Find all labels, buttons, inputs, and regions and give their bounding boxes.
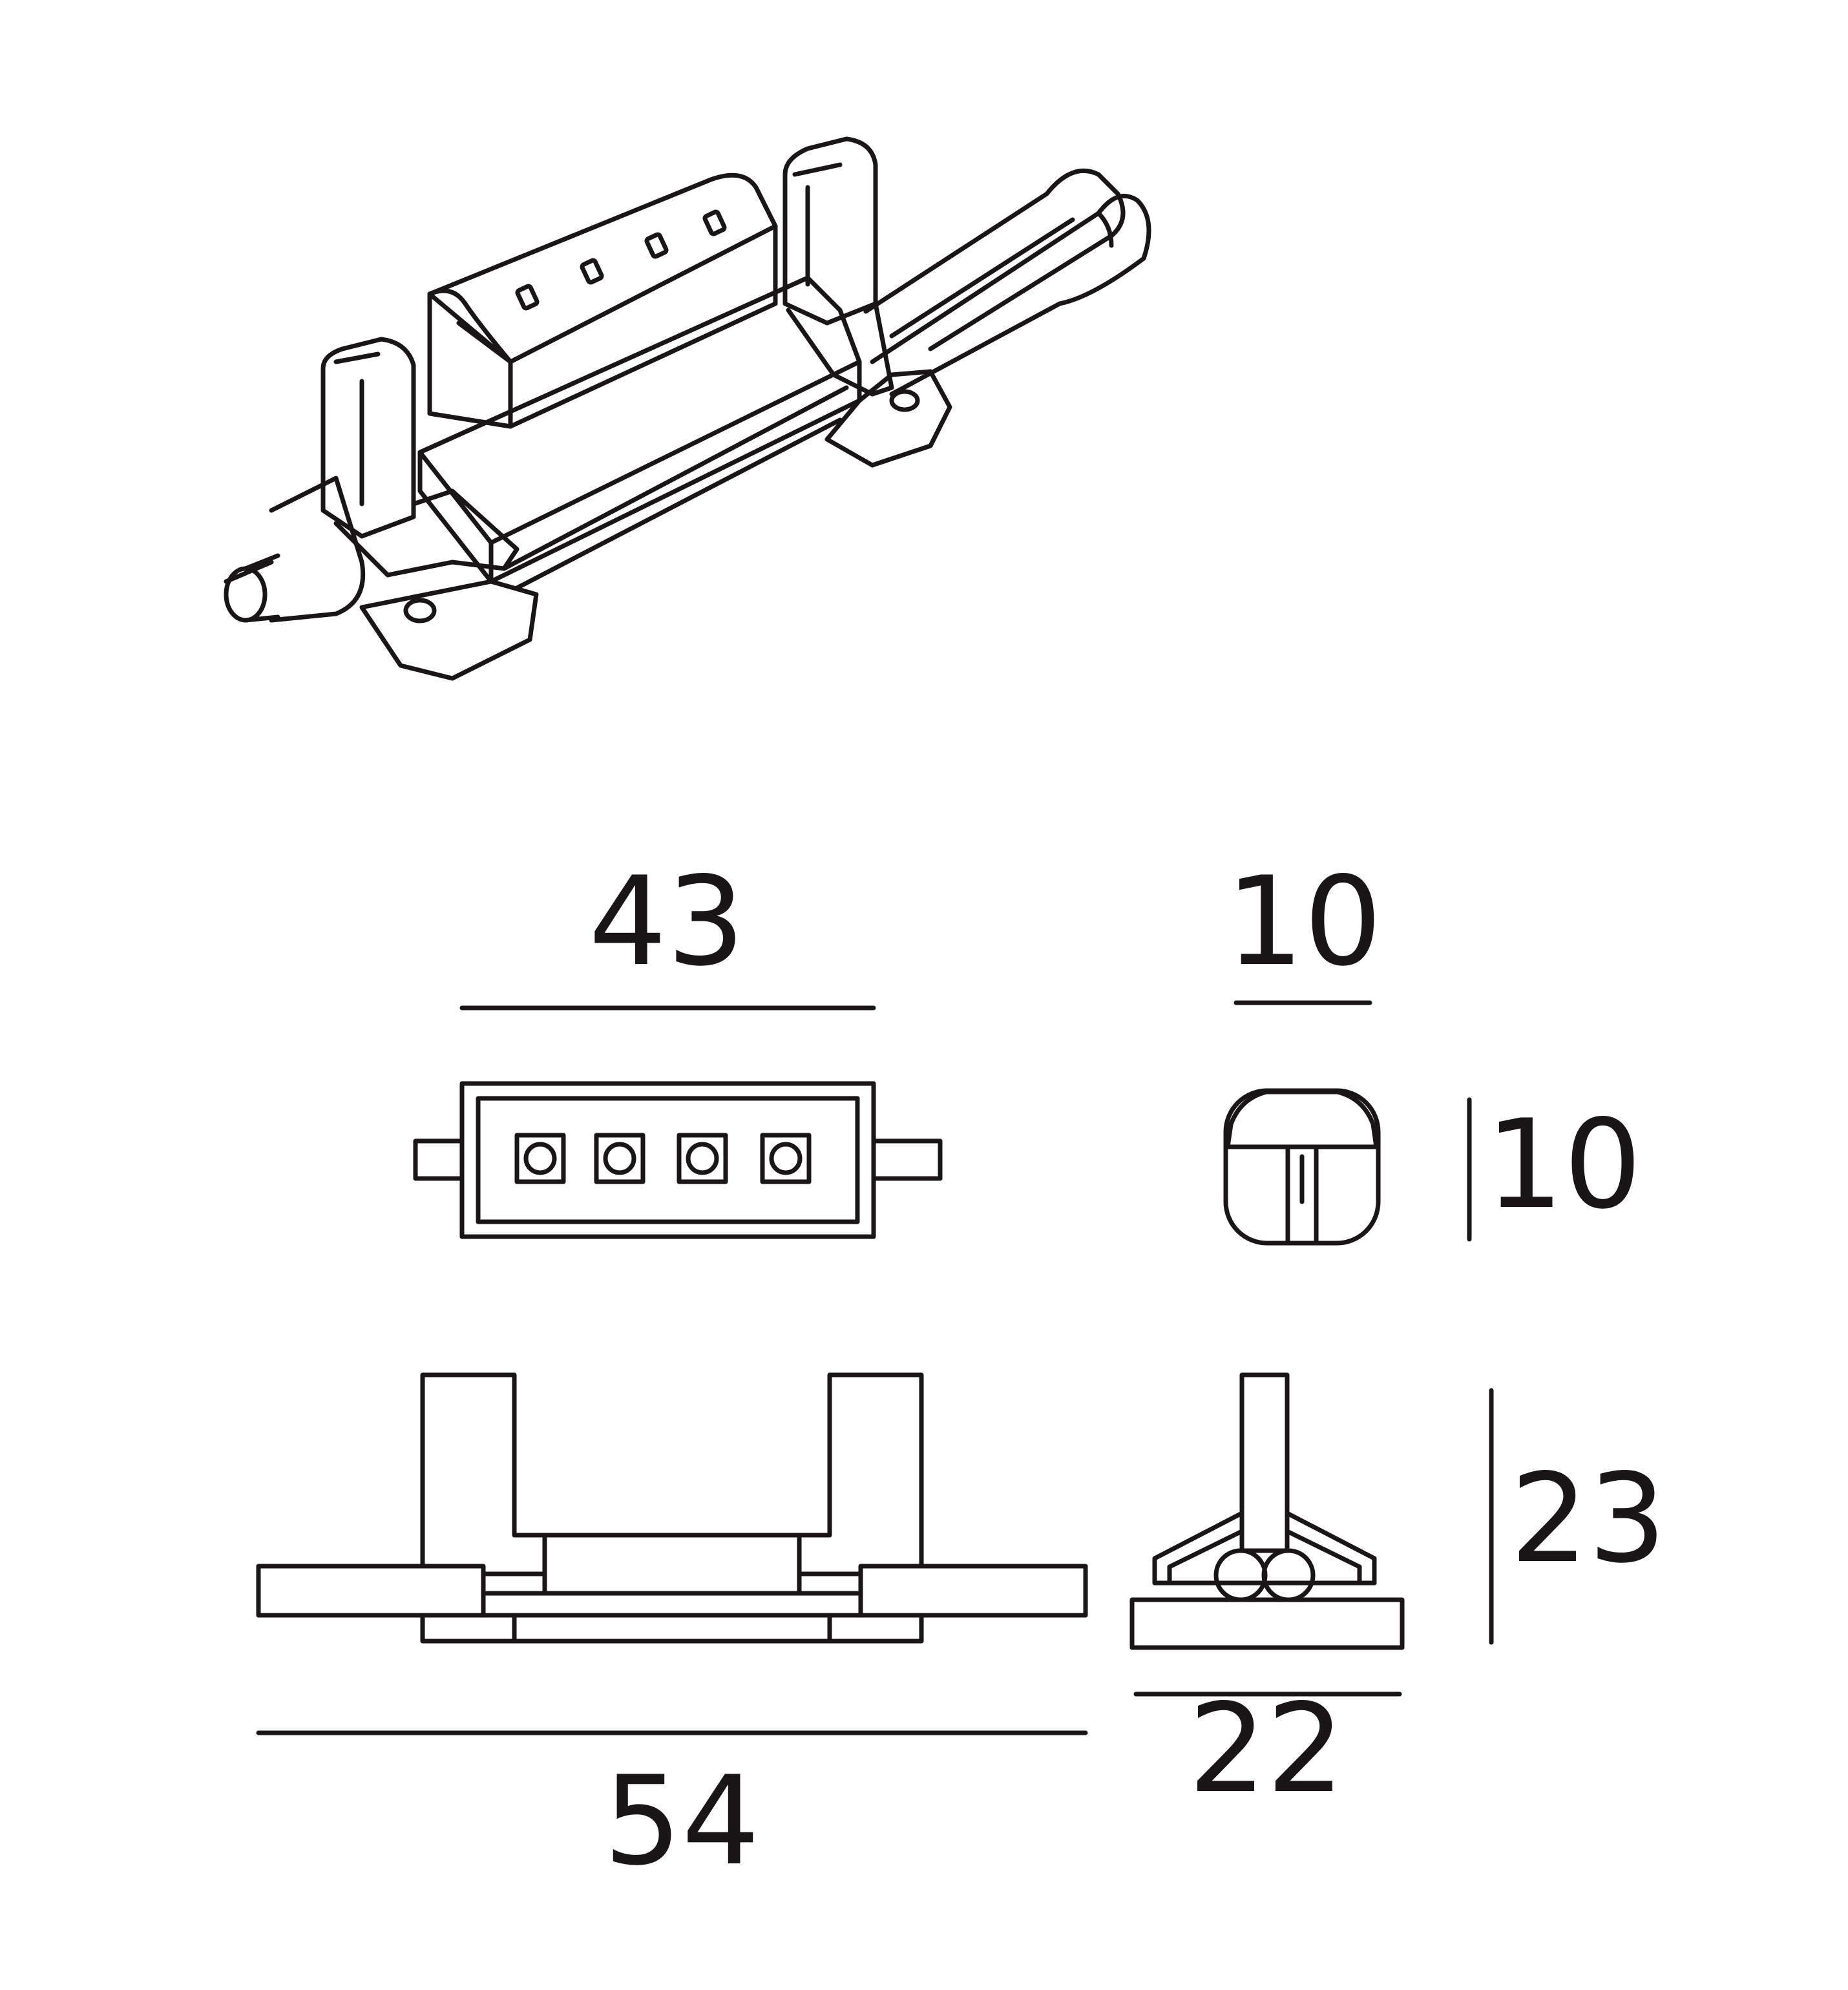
- dim-label-23: 23: [1510, 1447, 1666, 1590]
- profile-stem: [1239, 1372, 1290, 1553]
- front-view-inner: [476, 1096, 860, 1224]
- side-base: [420, 1613, 924, 1644]
- dim-label-10-top: 10: [1226, 850, 1382, 993]
- rear-cable: [863, 168, 1126, 351]
- led-1: [515, 284, 540, 311]
- front-led-4: [760, 1133, 812, 1184]
- dim-label-22: 22: [1188, 1677, 1345, 1820]
- front-led-3: [677, 1133, 728, 1184]
- led-module: [427, 173, 778, 364]
- dim-label-10-right: 10: [1486, 1093, 1642, 1236]
- left-mount-hole: [403, 598, 437, 623]
- end-view-slot: [1285, 1144, 1319, 1246]
- body-slab: [417, 275, 862, 545]
- front-connector: [269, 476, 366, 623]
- front-led-2: [594, 1133, 646, 1184]
- profile-view: [1129, 1372, 1494, 1697]
- end-view-cap: [1225, 1089, 1379, 1149]
- side-left-upright: [420, 1372, 547, 1596]
- right-mount-tab: [824, 369, 952, 468]
- dim-label-43: 43: [589, 850, 745, 993]
- rear-cable-2: [870, 193, 1151, 397]
- profile-cable-1: [1213, 1548, 1268, 1602]
- side-view: [256, 1372, 1088, 1735]
- side-left-rail: [256, 1564, 486, 1618]
- dim-label-54: 54: [604, 1750, 760, 1892]
- profile-cable-2: [1261, 1548, 1316, 1602]
- left-mount-tab: [359, 579, 539, 681]
- profile-base: [1129, 1597, 1405, 1650]
- led-2: [580, 258, 604, 285]
- connector-socket: [224, 566, 268, 623]
- led-4: [702, 209, 727, 236]
- front-right-pin: [871, 1138, 943, 1181]
- front-left-pin: [413, 1138, 465, 1181]
- left-clip: [320, 337, 416, 539]
- side-right-rail: [858, 1564, 1088, 1618]
- isometric-view: [224, 136, 1151, 681]
- right-clip: [782, 136, 878, 326]
- led-3: [644, 232, 669, 259]
- side-right-upright: [797, 1372, 924, 1596]
- front-view: [413, 1005, 943, 1239]
- end-view: [1223, 1000, 1472, 1246]
- front-led-slots: [514, 1133, 812, 1184]
- right-mount-hole: [889, 389, 920, 412]
- side-center-module: [542, 1533, 802, 1596]
- front-view-outer: [459, 1081, 876, 1239]
- front-led-1: [514, 1133, 566, 1184]
